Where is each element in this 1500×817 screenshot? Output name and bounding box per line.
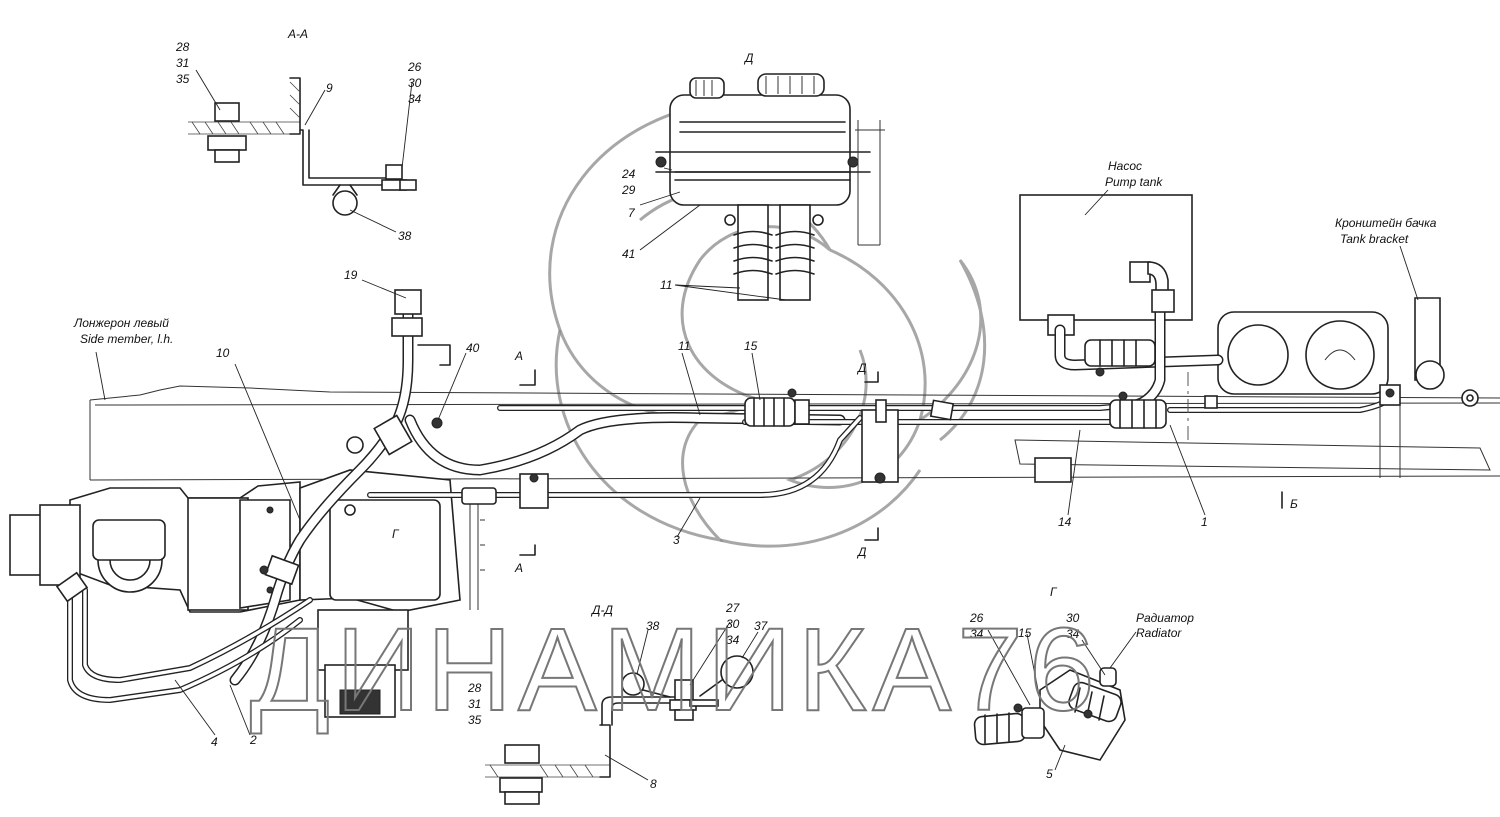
callout-27-30-34: 27 30 34 [725, 601, 741, 647]
callout-11-top: 11 [660, 278, 672, 292]
steering-gear [9, 481, 301, 613]
callout-28-31-35-bottom: 28 31 35 [467, 681, 482, 727]
section-markers [519, 369, 1283, 556]
bracket-caption-ru: Кронштейн бачка [1335, 216, 1437, 230]
svg-text:35: 35 [468, 713, 482, 727]
side-member-caption-en: Side member, l.h. [80, 332, 173, 346]
svg-text:30: 30 [726, 617, 740, 631]
svg-text:34: 34 [1066, 627, 1080, 641]
leader-lines [95, 69, 1419, 781]
callout-38-top: 38 [398, 229, 412, 243]
callout-26-30-34-top: 26 30 34 [407, 60, 422, 106]
callout-40: 40 [466, 341, 480, 355]
pump-caption-en: Pump tank [1105, 175, 1163, 189]
callout-3: 3 [673, 533, 680, 547]
svg-text:24: 24 [621, 167, 636, 181]
bracket-caption-en: Tank bracket [1340, 232, 1409, 246]
callout-19: 19 [344, 268, 358, 282]
section-g-title: Г [1050, 585, 1058, 599]
callout-26-34-right: 26 34 [969, 611, 984, 641]
callout-30-34-right: 30 34 [1066, 611, 1080, 641]
svg-text:31: 31 [176, 56, 189, 70]
pump-tank [1019, 194, 1193, 336]
callout-15-mid: 15 [744, 339, 758, 353]
svg-text:26: 26 [407, 60, 422, 74]
svg-text:35: 35 [176, 72, 190, 86]
callout-7: 7 [628, 206, 636, 220]
section-aa-title: А-А [287, 27, 308, 41]
cut-a-top-marker: А [514, 349, 523, 363]
svg-text:34: 34 [970, 627, 984, 641]
section-d-title: Д [743, 51, 754, 65]
svg-text:30: 30 [408, 76, 422, 90]
fluid-reservoir [655, 73, 885, 301]
section-aa-detail [188, 77, 417, 216]
callout-41: 41 [622, 247, 635, 261]
callout-9: 9 [326, 81, 333, 95]
callout-2: 2 [249, 733, 257, 747]
callout-15-right: 15 [1018, 626, 1032, 640]
svg-text:31: 31 [468, 697, 481, 711]
radiator-caption-en: Radiator [1136, 626, 1182, 640]
cut-d-top-marker: Д [856, 361, 867, 375]
cut-d-bottom-marker: Д [856, 545, 867, 559]
clamps-and-fittings [55, 289, 1401, 603]
cut-a-bottom-marker: А [514, 561, 523, 575]
svg-text:27: 27 [725, 601, 741, 615]
oil-cooler [1217, 297, 1445, 395]
callout-1: 1 [1201, 515, 1208, 529]
svg-text:34: 34 [726, 633, 740, 647]
view-b-marker: Б [1290, 497, 1298, 511]
view-g-marker: Г [392, 527, 400, 541]
svg-text:28: 28 [467, 681, 482, 695]
section-g-detail [973, 667, 1126, 761]
callout-14: 14 [1058, 515, 1072, 529]
callout-10: 10 [216, 346, 230, 360]
callout-11-mid: 11 [678, 339, 690, 353]
svg-text:34: 34 [408, 92, 422, 106]
callout-37: 37 [754, 619, 769, 633]
callout-24-29: 24 29 [621, 167, 636, 197]
section-dd-detail [485, 655, 754, 805]
callout-28-31-35-top: 28 31 35 [175, 40, 190, 86]
callout-38-bottom: 38 [646, 619, 660, 633]
svg-text:28: 28 [175, 40, 190, 54]
radiator-caption-ru: Радиатор [1136, 611, 1194, 625]
watermark-text: ДИНАМИКА76 [250, 604, 1100, 736]
pump-caption-ru: Насос [1108, 159, 1142, 173]
svg-text:26: 26 [969, 611, 984, 625]
pump-assembly [299, 436, 485, 718]
side-member-caption-ru: Лонжерон левый [73, 316, 169, 330]
svg-text:29: 29 [621, 183, 636, 197]
svg-text:30: 30 [1066, 611, 1080, 625]
callout-8: 8 [650, 777, 657, 791]
callout-5: 5 [1046, 767, 1053, 781]
callout-4: 4 [211, 735, 218, 749]
section-dd-title: Д-Д [590, 603, 613, 617]
